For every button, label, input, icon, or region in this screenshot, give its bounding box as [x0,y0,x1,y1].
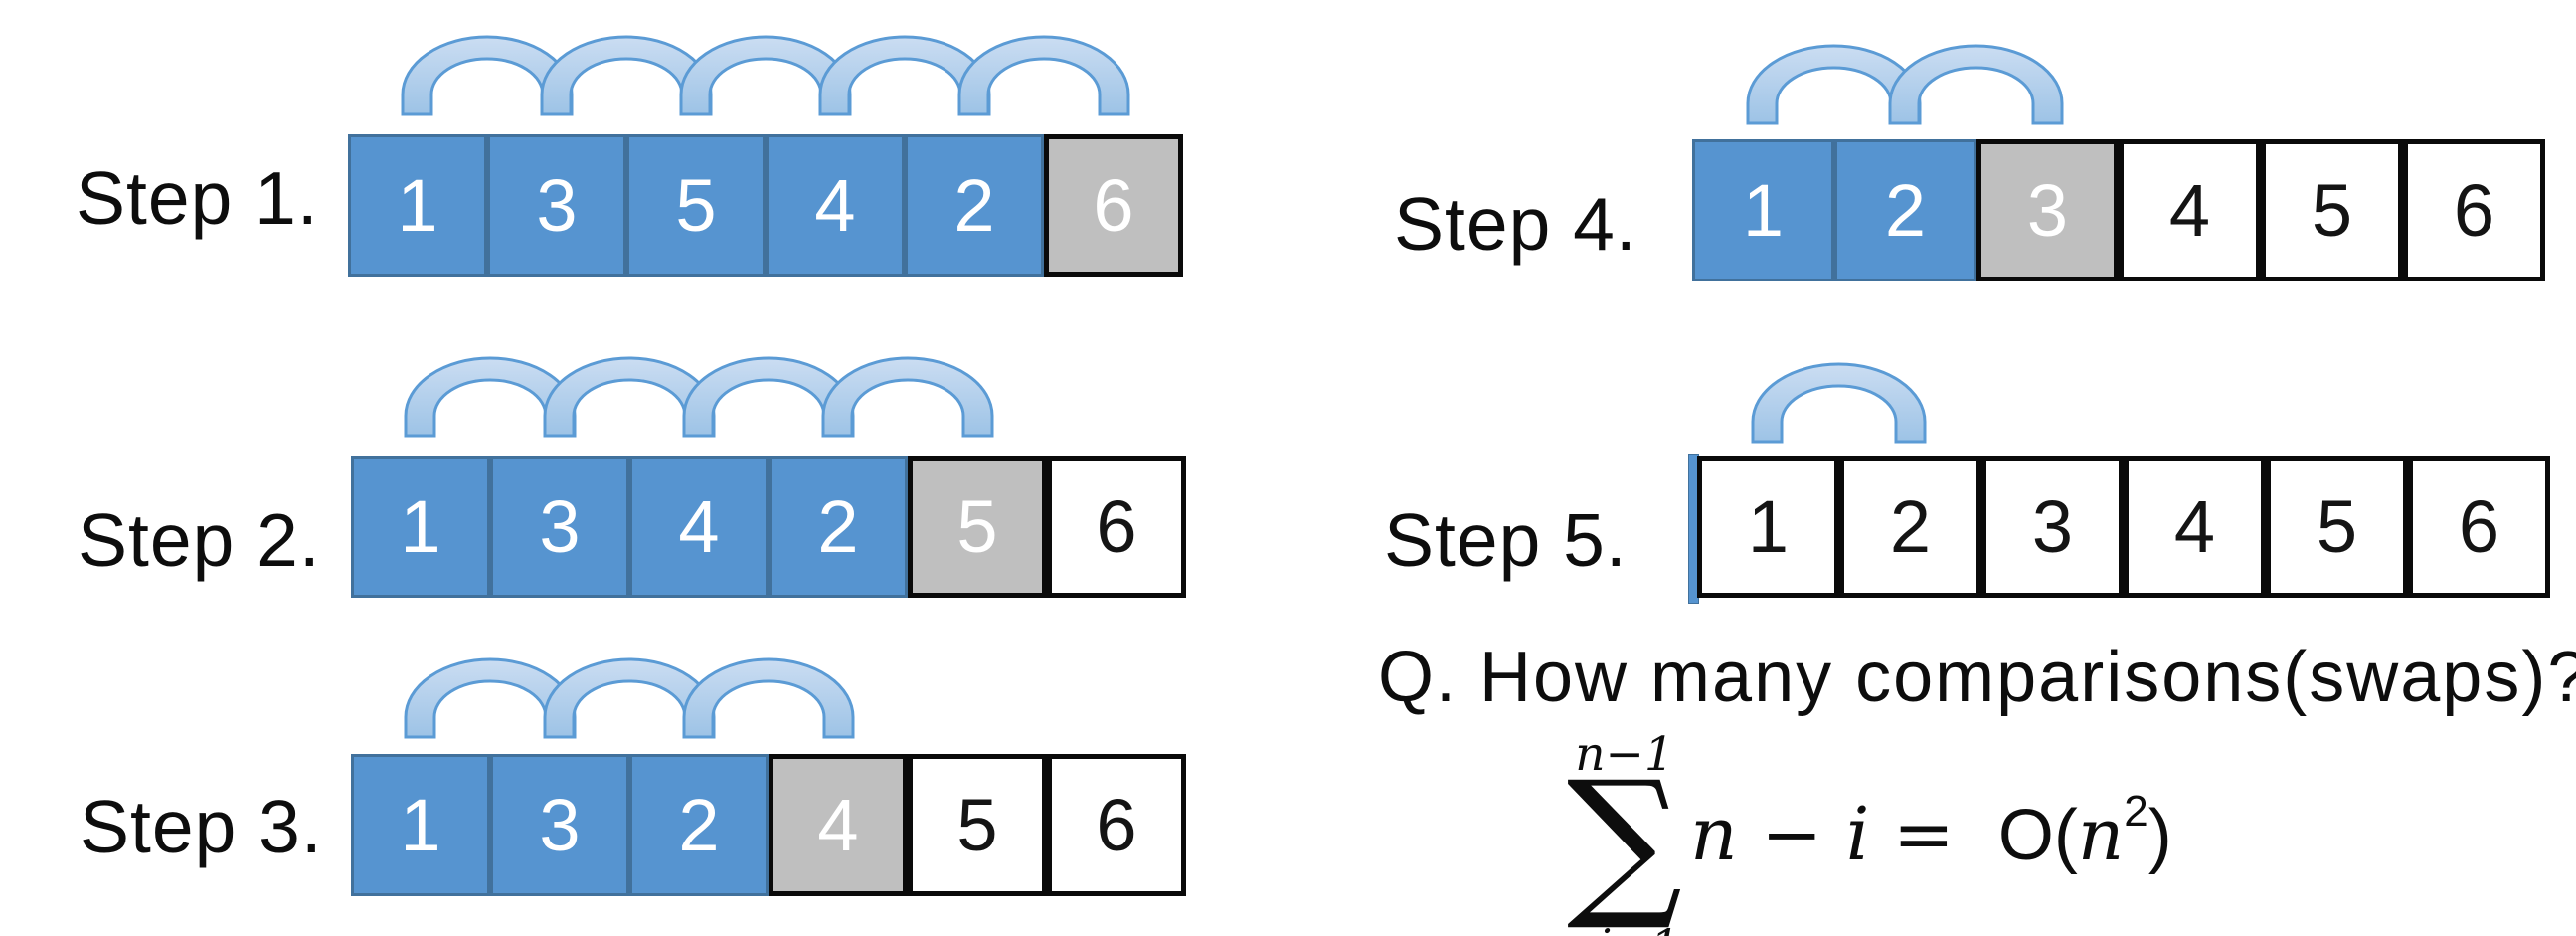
sum-lower-limit-clipped: i=1 [1579,919,1698,936]
cell-value: 5 [675,163,717,247]
cell-value: 2 [817,484,859,568]
sigma-icon: ∑ [1566,747,1683,935]
comparison-arcs [1746,44,2064,125]
array-cell-blue: 3 [490,754,629,896]
cell-value: 5 [956,484,998,568]
question-text: Q. How many comparisons(swaps)? [1378,638,2576,717]
array-cell-white: 6 [2408,456,2550,598]
array-cell-white: 5 [2266,456,2408,598]
result-variable: n [2077,793,2125,876]
array-cell-white: 6 [1047,456,1186,598]
array-cell-blue: 3 [490,456,629,598]
comparison-arc-icon [1751,362,1927,444]
array-cell-white: 1 [1697,456,1839,598]
cell-value: 5 [2311,168,2353,252]
cell-value: 6 [1093,163,1134,247]
array-cell-blue: 4 [629,456,769,598]
step-label: Step 1. [76,156,319,240]
cell-value: 5 [2316,484,2358,568]
comparison-arcs [404,657,855,739]
cell-value: 6 [2453,168,2495,252]
cell-value: 2 [953,163,995,247]
array-cell-blue: 2 [629,754,769,896]
array-cell-gray: 4 [769,754,908,896]
array-cell-white: 4 [2119,139,2261,281]
formula-expression: n − i = O( n 2 ) [1690,787,2172,877]
cell-value: 3 [2026,168,2069,252]
array-cell-white: 2 [1839,456,1981,598]
array-row: 1 3 5 4 2 6 [348,134,1183,277]
cell-value: 6 [1096,484,1137,568]
result-exponent: 2 [2124,787,2148,836]
cell-value: 2 [1884,168,1927,252]
comparison-arcs [1751,362,1927,444]
array-cell-gray: 3 [1976,139,2119,281]
cell-value: 2 [1889,484,1932,568]
cell-value: 6 [2458,484,2500,568]
array-cell-blue: 5 [626,134,766,277]
cell-value: 4 [2173,484,2216,568]
array-row: 1 2 3 4 5 6 [1697,456,2550,598]
formula-body: n − i = [1690,792,1955,877]
array-cell-white: 5 [2261,139,2403,281]
array-cell-blue: 2 [1834,139,1976,281]
cell-value: 3 [536,163,578,247]
cell-value: 1 [397,163,438,247]
cell-value: 5 [956,783,998,866]
array-cell-blue: 3 [487,134,626,277]
formula-result: O( n 2 ) [1997,787,2172,876]
step-label: Step 2. [78,498,321,582]
array-row: 1 3 2 4 5 6 [351,754,1186,896]
cell-value: 1 [400,484,441,568]
array-cell-gray: 6 [1044,134,1183,277]
array-cell-white: 6 [2403,139,2545,281]
array-cell-blue: 2 [769,456,908,598]
cell-value: 2 [678,783,720,866]
cell-value: 4 [678,484,720,568]
array-cell-white: 3 [1981,456,2124,598]
array-row: 1 3 4 2 5 6 [351,456,1186,598]
array-cell-blue: 4 [766,134,905,277]
step-label: Step 3. [80,785,323,868]
step-label: Step 5. [1384,498,1628,582]
array-cell-white: 4 [2124,456,2266,598]
array-row: 1 2 3 4 5 6 [1692,139,2545,281]
cell-value: 1 [1747,484,1790,568]
array-cell-blue: 1 [1692,139,1834,281]
cell-value: 3 [539,484,581,568]
cell-value: 1 [1742,168,1785,252]
comparison-arc-icon [821,356,994,438]
array-cell-blue: 1 [351,754,490,896]
big-o-prefix: O( [1997,796,2078,875]
array-cell-white: 6 [1047,754,1186,896]
cell-value: 3 [2031,484,2074,568]
comparison-arcs [404,356,994,438]
cell-value: 6 [1096,783,1137,866]
cell-value: 1 [400,783,441,866]
array-cell-gray: 5 [908,456,1047,598]
cell-value: 4 [2168,168,2211,252]
sum-upper-limit: n−1 [1575,727,1674,782]
closing-paren: ) [2147,796,2172,875]
comparison-arc-icon [1888,44,2064,125]
step-label: Step 4. [1394,182,1637,266]
comparison-arcs [401,35,1130,116]
array-cell-blue: 1 [348,134,487,277]
array-cell-white: 5 [908,754,1047,896]
cell-value: 3 [539,783,581,866]
comparison-arc-icon [682,657,855,739]
array-cell-blue: 1 [351,456,490,598]
cell-value: 4 [817,783,859,866]
comparison-arc-icon [957,35,1130,116]
array-cell-blue: 2 [905,134,1044,277]
cell-value: 4 [814,163,856,247]
